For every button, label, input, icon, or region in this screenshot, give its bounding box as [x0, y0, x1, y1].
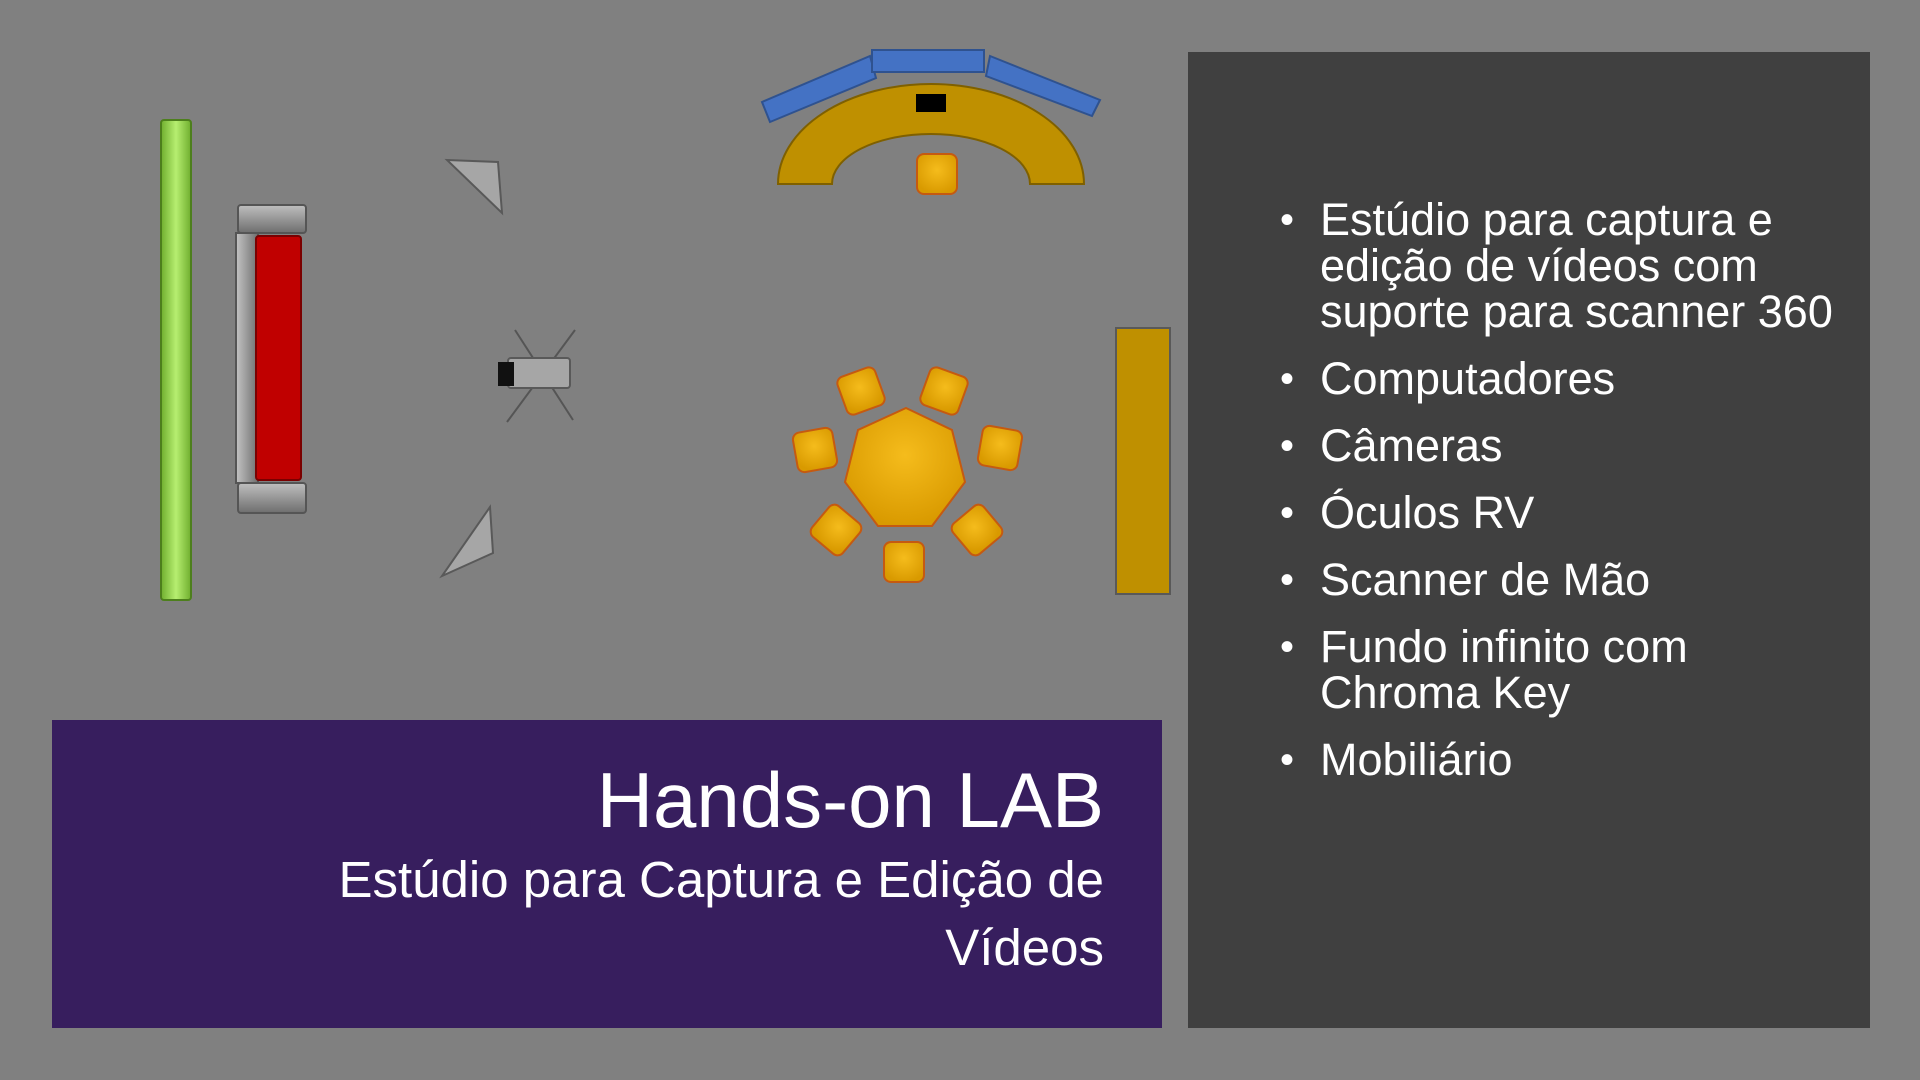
feature-item: Computadores [1280, 356, 1840, 403]
monitor-right [984, 54, 1102, 118]
slide-subtitle: Estúdio para Captura e Edição de Vídeos [338, 851, 1105, 976]
monitor-center [871, 49, 985, 73]
monitor-left [760, 54, 878, 124]
feature-item: Mobiliário [1280, 737, 1840, 784]
computer [916, 94, 946, 112]
features-list: Estúdio para captura e edição de vídeos … [1280, 197, 1840, 804]
title-box: Hands-on LAB Estúdio para Captura e Ediç… [52, 720, 1162, 1028]
feature-item: Scanner de Mão [1280, 557, 1840, 604]
feature-item: Fundo infinito com Chroma Key [1280, 624, 1840, 716]
sofa [235, 204, 307, 514]
feature-item: Óculos RV [1280, 490, 1840, 537]
side-table [1115, 327, 1171, 595]
feature-item: Câmeras [1280, 423, 1840, 470]
light-top [444, 158, 504, 216]
camera-tripod [498, 329, 576, 423]
features-panel: Estúdio para captura e edição de vídeos … [1188, 52, 1870, 1028]
table-top [843, 406, 967, 527]
light-bottom [439, 504, 495, 579]
monitor-desk [760, 49, 1102, 195]
meeting-table [791, 366, 1024, 583]
feature-item: Estúdio para captura e edição de vídeos … [1280, 197, 1840, 335]
chroma-key-wall [160, 119, 192, 601]
slide-title: Hands-on LAB [596, 756, 1104, 844]
desk-chair [916, 153, 958, 195]
